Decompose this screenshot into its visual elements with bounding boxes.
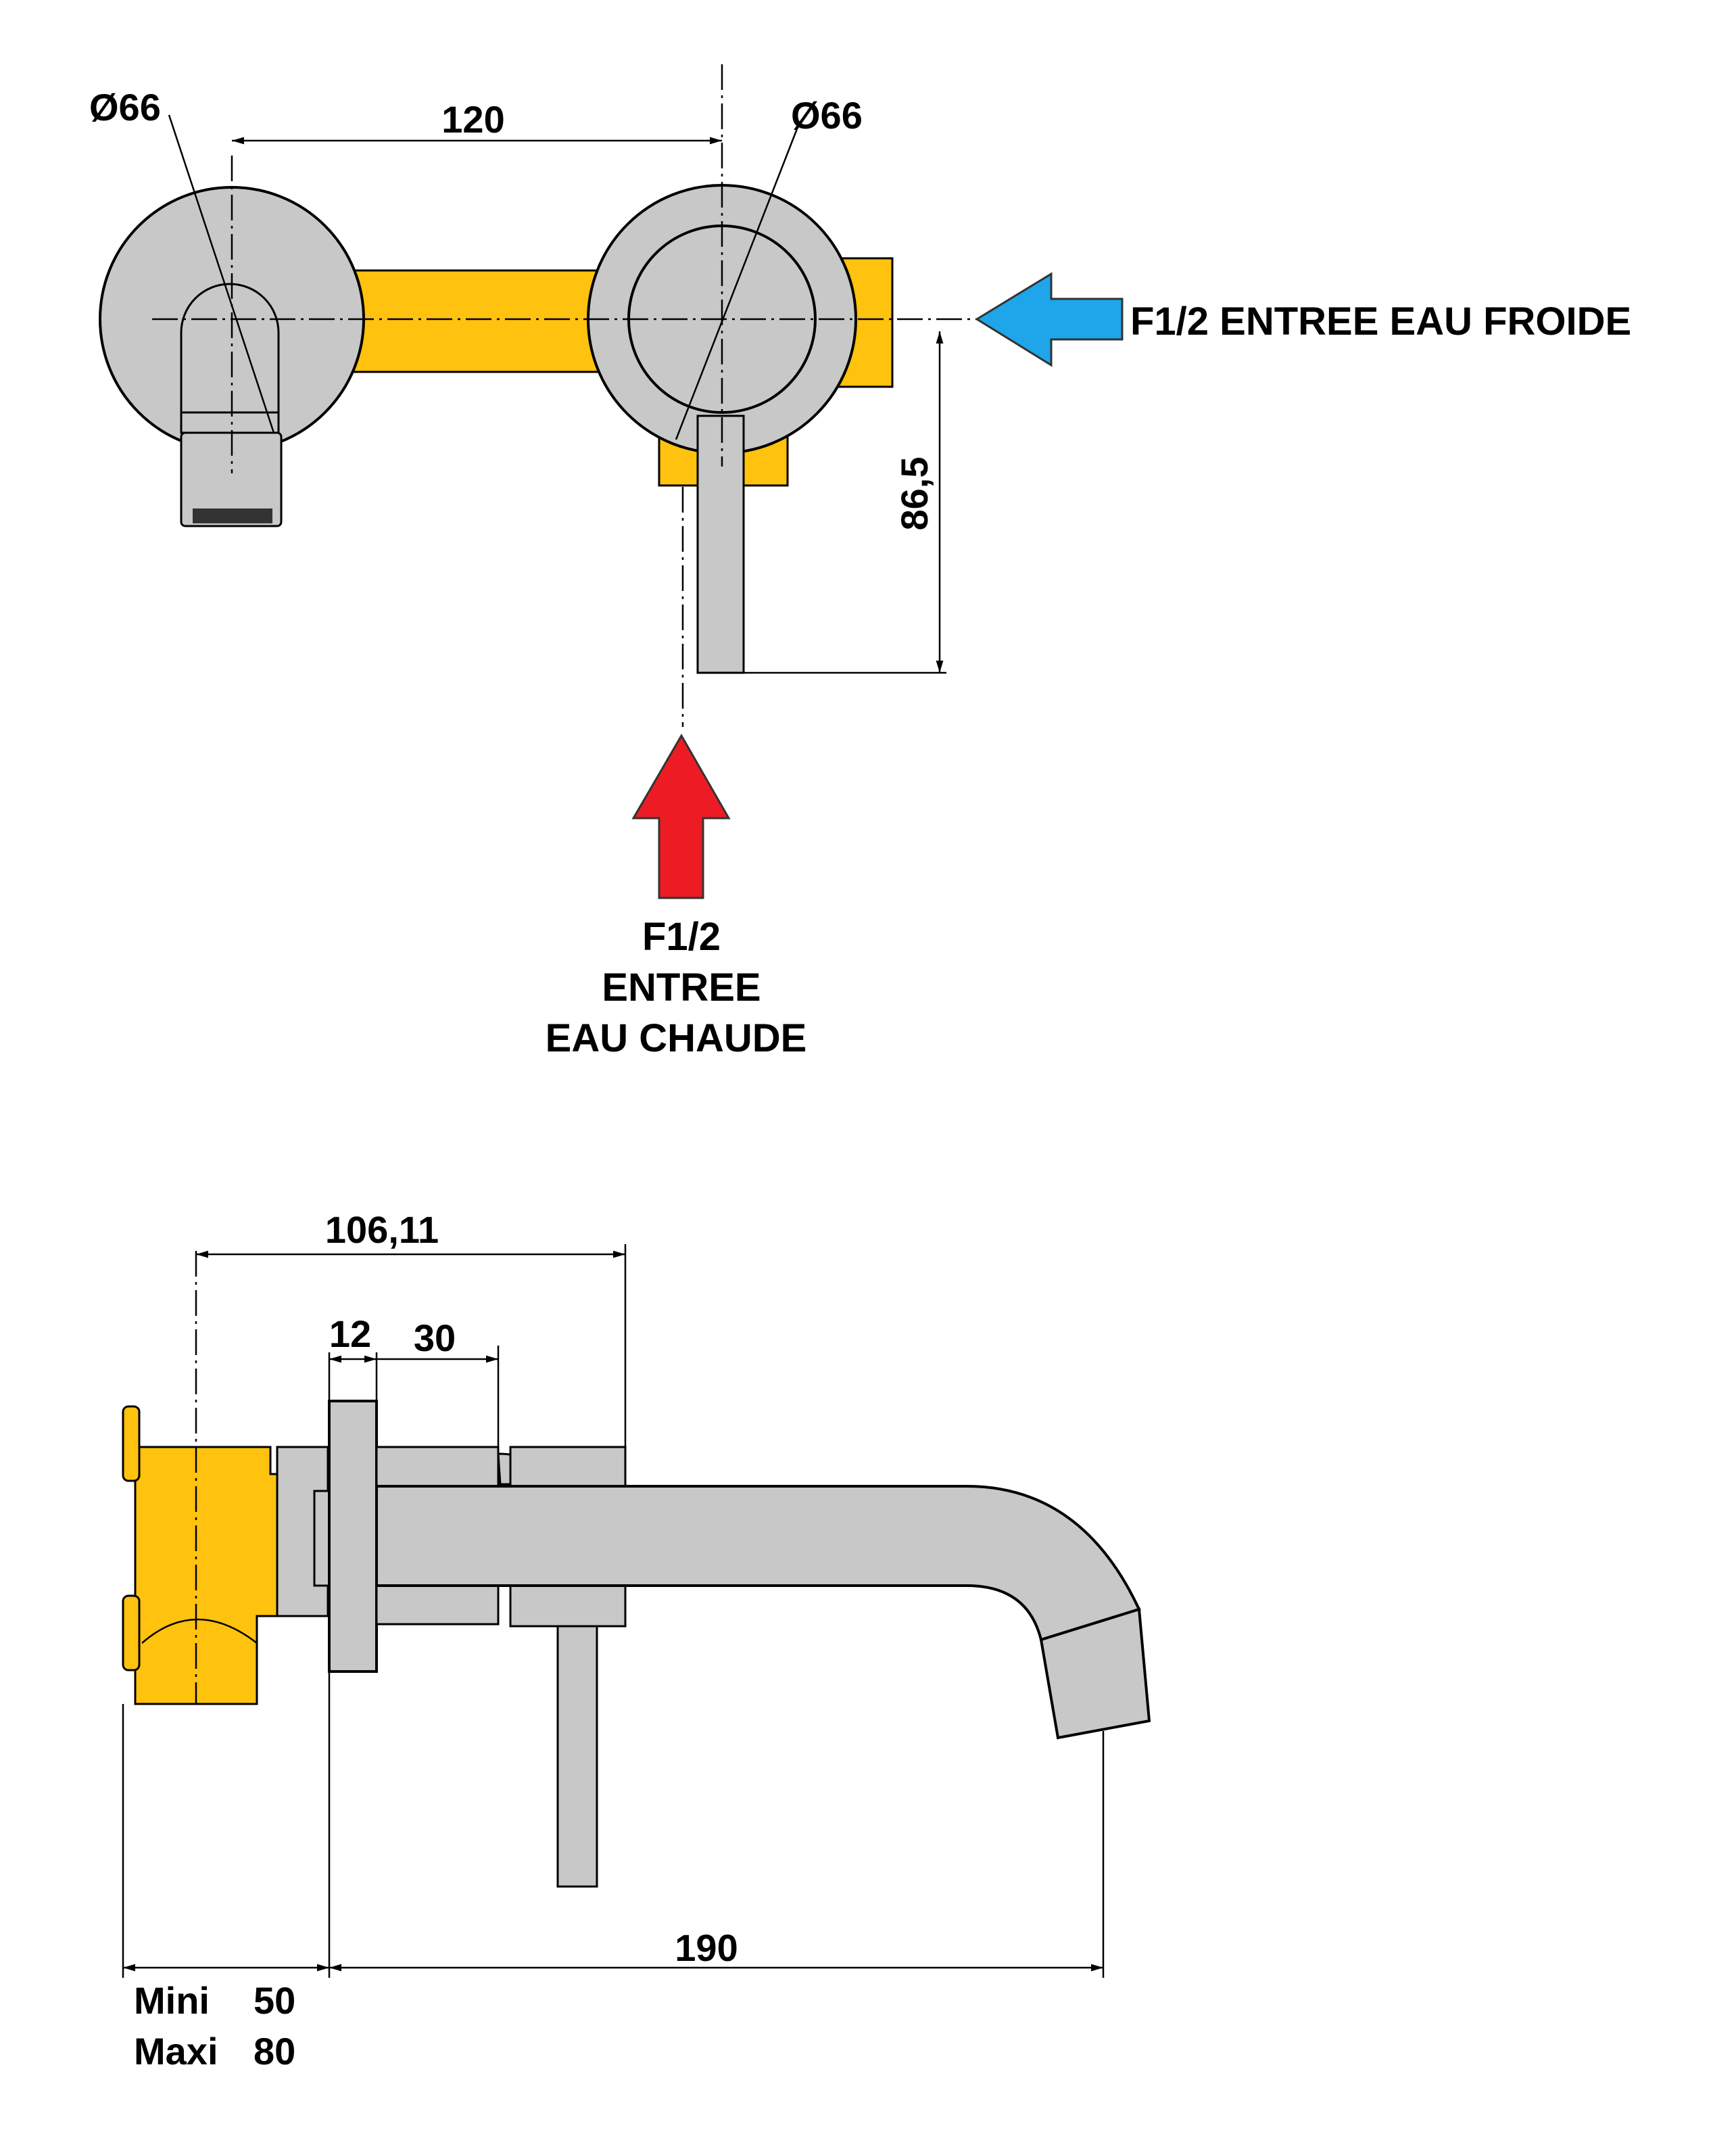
hot-water-label-line3: EAU CHAUDE: [546, 1016, 807, 1060]
mixer-lever: [696, 414, 745, 674]
dim-body: 30: [414, 1317, 456, 1359]
maxi-value: 80: [254, 2030, 295, 2072]
mini-value: 50: [254, 1979, 295, 2022]
cold-water-arrow: [975, 272, 1124, 367]
mini-label: Mini: [134, 1979, 210, 2022]
dim-diameter-left: Ø66: [89, 86, 161, 128]
hot-water-label-line2: ENTREE: [602, 966, 761, 1010]
dim-lever-height: 86,5: [893, 457, 936, 531]
side-wall-plate: [328, 1400, 378, 1673]
spout-aerator-side: [1039, 1607, 1151, 1740]
front-view: Ø66 Ø66 120 86,5 F1/2 ENTREE EAU FROIDE …: [89, 64, 1631, 1060]
spout-side: [375, 1485, 1141, 1642]
cold-water-label: F1/2 ENTREE EAU FROIDE: [1130, 300, 1631, 343]
spout-front: [180, 283, 280, 414]
dim-reach: 190: [675, 1926, 738, 1969]
dim-diameter-right: Ø66: [791, 94, 863, 137]
mounting-lug-top: [122, 1405, 141, 1482]
aerator-face: [193, 508, 272, 523]
dim-spacing: 120: [441, 98, 504, 141]
spout-outlet: [180, 411, 280, 434]
dim-plate: 12: [329, 1312, 371, 1355]
lever-side: [556, 1625, 598, 1888]
embedded-body: [134, 1446, 299, 1705]
maxi-label: Maxi: [134, 2030, 218, 2072]
mounting-lug-bottom: [122, 1594, 141, 1671]
dim-overall: 106,11: [325, 1208, 439, 1251]
side-view: 106,11 12 30 190 Mini 50 Maxi 80: [122, 1208, 1151, 2072]
hot-water-arrow: [631, 734, 731, 899]
hot-water-label-line1: F1/2: [642, 915, 721, 959]
valve-body-bar: [337, 269, 623, 373]
